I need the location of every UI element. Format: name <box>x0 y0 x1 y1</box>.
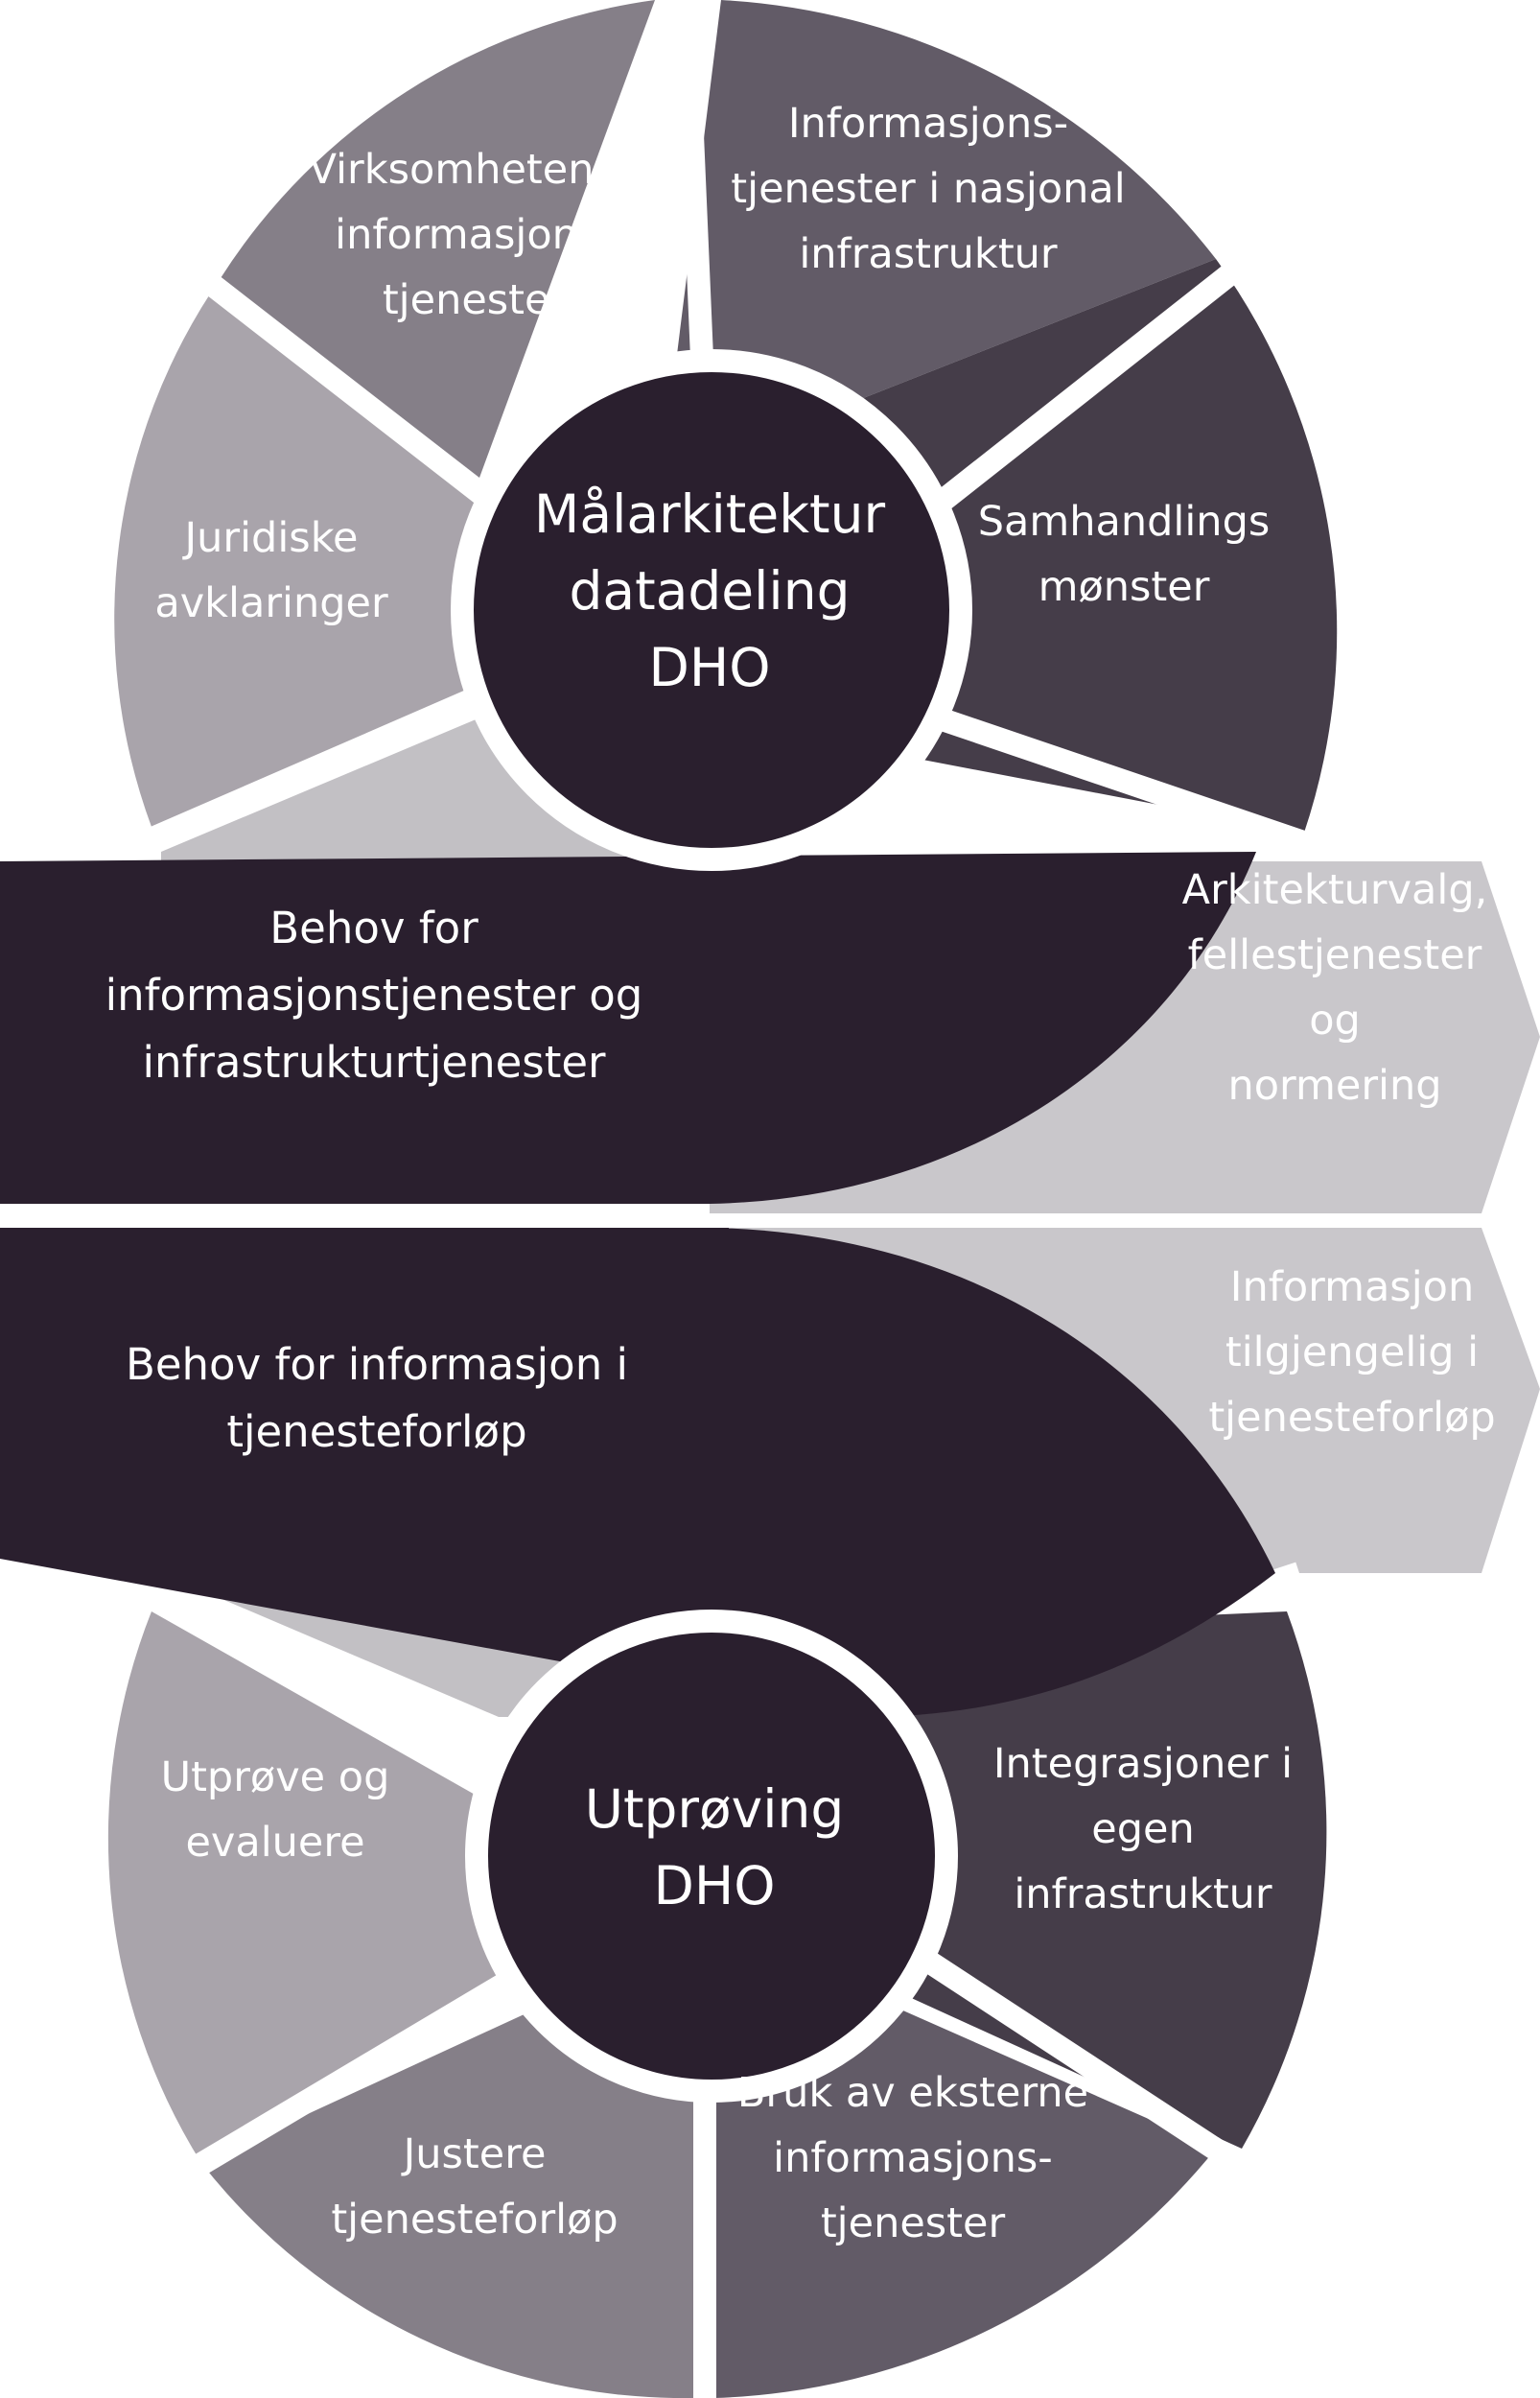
label-line: tjenesteforløp <box>1208 1394 1495 1442</box>
label-line: tjenesteforløp <box>226 1406 526 1457</box>
label-line: Behov for informasjon i <box>126 1339 628 1390</box>
gap-nasjonal-samhandling <box>889 259 1245 547</box>
band-behov-informasjonstjenester <box>0 852 1256 1204</box>
hub-malarkitektur <box>451 349 972 871</box>
labels: Juridiske avklaringer Virksomhetenes infor… <box>105 100 1496 2247</box>
label-eksterne: Bruk av eksterne informasjons-tjenester <box>737 2069 1088 2247</box>
label-line: normering <box>1228 1062 1442 1110</box>
label-line: tjenesteforløp <box>331 2196 618 2244</box>
label-line: DHO <box>654 1855 776 1916</box>
label-line: Integrasjoner i <box>993 1740 1293 1788</box>
hub-utproving <box>465 1610 958 2103</box>
label-arrow-lower: Informasjon tilgjengelig i tjenesteforløp <box>1208 1263 1495 1442</box>
label-line: Utprøve og <box>161 1753 390 1801</box>
band-behov-informasjon-base <box>0 1228 729 1559</box>
label-line: informasjonstjenester og <box>105 970 643 1021</box>
label-line: Arkitekturvalg, <box>1182 866 1488 914</box>
label-utprove: Utprøve og evaluere <box>161 1753 390 1867</box>
label-line: og <box>1309 997 1361 1045</box>
label-line: Informasjons- <box>788 100 1068 148</box>
label-line: Informasjon <box>1230 1263 1474 1311</box>
label-nasjonal: Informasjons-tjenester i nasjonal infrast… <box>731 100 1125 278</box>
label-band-lower: Behov for informasjon i tjenesteforløp <box>126 1339 628 1457</box>
label-line: datadeling <box>570 560 851 622</box>
label-line: tilgjengelig i <box>1225 1328 1479 1376</box>
label-line: Samhandlings <box>978 498 1271 546</box>
label-line: Målarkitektur <box>534 483 886 545</box>
segment-utprove-evaluere <box>107 1611 499 2163</box>
label-line: infrastrukturtjenester <box>142 1037 606 1088</box>
label-line: Justere <box>401 2130 547 2178</box>
label-integrasjoner: Integrasjoner i egen infrastruktur <box>993 1740 1293 1918</box>
label-line: infrastruktur <box>799 230 1058 278</box>
segment-integrasjoner <box>863 1611 1327 2149</box>
label-line: Juridiske <box>181 514 358 562</box>
label-arrow-upper: Arkitekturvalg, fellestjenester og normerin… <box>1182 866 1488 1110</box>
segment-justere-tjenesteforlop <box>201 1995 695 2398</box>
label-virksomhetenes: Virksomhetenes informasjons-tjenester <box>309 146 642 324</box>
label-line: Virksomhetenes <box>309 146 642 194</box>
label-line: tjenester <box>383 276 568 324</box>
label-line: tjenester i nasjonal <box>731 165 1125 213</box>
label-line: Behov for <box>269 903 478 953</box>
label-line: informasjons- <box>335 211 615 259</box>
label-justere: Justere tjenesteforløp <box>331 2130 618 2244</box>
label-line: infrastruktur <box>1014 1870 1272 1918</box>
label-samhandling: Samhandlings mønster <box>978 498 1271 611</box>
label-line: informasjons- <box>773 2134 1053 2182</box>
label-line: evaluere <box>185 1819 364 1867</box>
segment-virksomhetenes-informasjonstjenester <box>221 0 655 478</box>
label-line: mønster <box>1038 563 1210 611</box>
label-line: DHO <box>649 637 771 698</box>
segment-informasjonstjenester-nasjonal-infrastruktur <box>662 0 1216 478</box>
label-line: tjenester <box>821 2199 1006 2247</box>
label-line: Utprøving <box>585 1778 845 1840</box>
gap-utprove-light <box>139 1573 561 1767</box>
label-juridiske: Juridiske avklaringer <box>154 514 388 627</box>
label-line: egen <box>1091 1805 1194 1853</box>
segment-bruk-eksterne <box>714 1976 1216 2398</box>
label-line: avklaringer <box>154 579 388 627</box>
label-band-upper: Behov for informasjonstjenester og infrast… <box>105 903 643 1088</box>
label-line: Bruk av eksterne <box>737 2069 1088 2117</box>
label-line: fellestjenester <box>1188 931 1482 979</box>
